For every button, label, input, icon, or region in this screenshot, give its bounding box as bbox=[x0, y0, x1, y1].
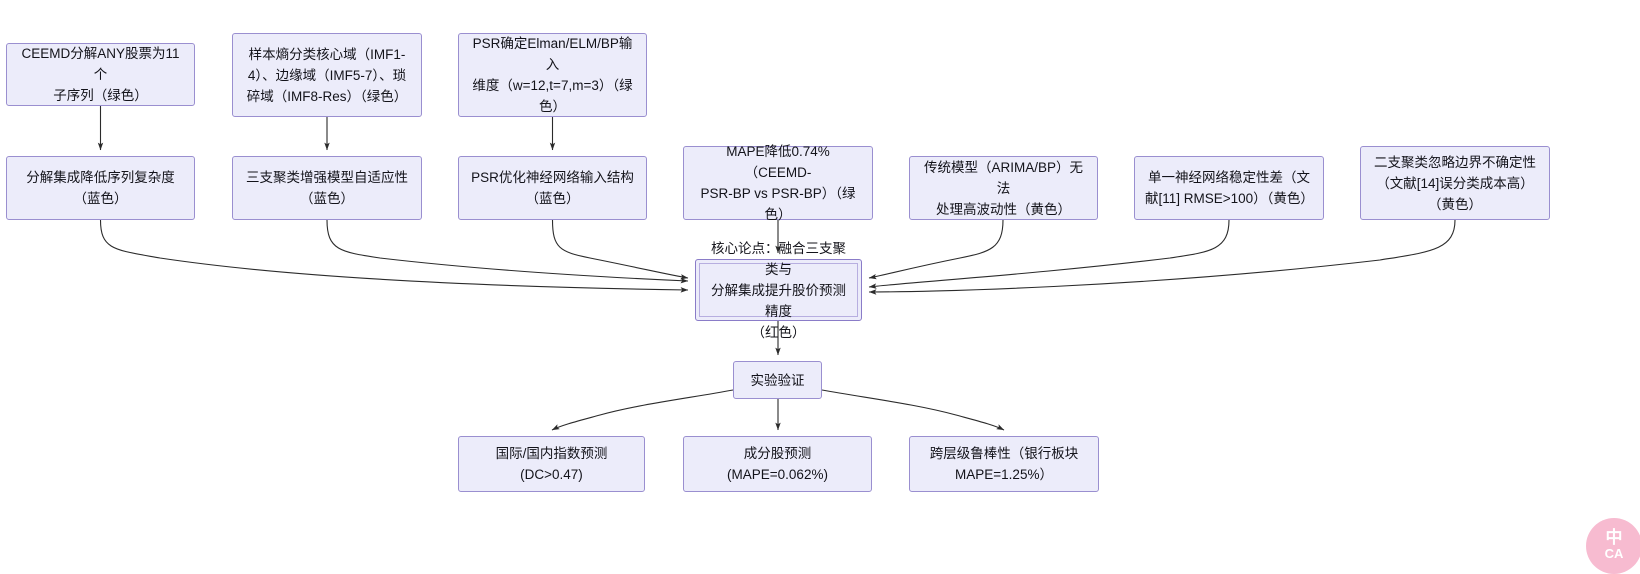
edge-complexity-to-core bbox=[99, 219, 689, 293]
node-label: PSR优化神经网络输入结构 （蓝色） bbox=[471, 170, 634, 206]
node-cross-level-robustness[interactable]: 跨层级鲁棒性（银行板块 MAPE=1.25%） bbox=[909, 436, 1099, 492]
edge-experiment-to-index bbox=[551, 389, 734, 431]
node-experimental-validation[interactable]: 实验验证 bbox=[733, 361, 822, 399]
watermark-line1: 中 bbox=[1605, 528, 1623, 547]
edge-experiment-to-robust bbox=[821, 389, 1005, 431]
node-label: 成分股预测 (MAPE=0.062%) bbox=[727, 446, 828, 482]
node-single-nn-stability[interactable]: 单一神经网络稳定性差（文 献[11] RMSE>100）（黄色） bbox=[1134, 156, 1324, 220]
node-label: 跨层级鲁棒性（银行板块 MAPE=1.25%） bbox=[929, 446, 1079, 482]
node-label: 单一神经网络稳定性差（文 献[11] RMSE>100）（黄色） bbox=[1145, 170, 1314, 206]
node-mape-reduction[interactable]: MAPE降低0.74%（CEEMD- PSR-BP vs PSR-BP）（绿 色… bbox=[683, 144, 873, 222]
edge-twoway-to-core bbox=[868, 219, 1456, 295]
node-core-thesis[interactable]: 核心论点：融合三支聚类与 分解集成提升股价预测精度 （红色） bbox=[695, 241, 862, 340]
node-traditional-model-limitation[interactable]: 传统模型（ARIMA/BP）无法 处理高波动性（黄色） bbox=[909, 156, 1098, 220]
node-label: 国际/国内指数预测 (DC>0.47) bbox=[495, 446, 608, 482]
node-label: 分解集成降低序列复杂度 （蓝色） bbox=[26, 170, 175, 206]
node-index-forecast[interactable]: 国际/国内指数预测 (DC>0.47) bbox=[458, 436, 645, 492]
node-ceemd-decompose[interactable]: CEEMD分解ANY股票为11个 子序列（绿色） bbox=[6, 43, 195, 106]
node-sample-entropy-domains[interactable]: 样本熵分类核心域（IMF1- 4）、边缘域（IMF5-7）、琐 碎域（IMF8-… bbox=[232, 33, 422, 117]
node-label: MAPE降低0.74%（CEEMD- PSR-BP vs PSR-BP）（绿 色… bbox=[700, 144, 856, 222]
node-label: 二支聚类忽略边界不确定性 （文献[14]误分类成本高） （黄色） bbox=[1374, 154, 1536, 212]
node-two-way-clustering-boundary[interactable]: 二支聚类忽略边界不确定性 （文献[14]误分类成本高） （黄色） bbox=[1360, 146, 1550, 220]
node-psr-input-dimension[interactable]: PSR确定Elman/ELM/BP输入 维度（w=12,t=7,m=3）（绿 色… bbox=[458, 33, 647, 117]
edge-singlenn-to-core bbox=[868, 219, 1230, 289]
node-reduce-sequence-complexity[interactable]: 分解集成降低序列复杂度 （蓝色） bbox=[6, 156, 195, 220]
watermark-badge: 中 CA bbox=[1586, 518, 1640, 574]
node-label: PSR确定Elman/ELM/BP输入 维度（w=12,t=7,m=3）（绿 色… bbox=[472, 36, 633, 114]
edge-traditional-to-core bbox=[868, 219, 1004, 280]
node-label: CEEMD分解ANY股票为11个 子序列（绿色） bbox=[21, 46, 180, 103]
node-label: 三支聚类增强模型自适应性 （蓝色） bbox=[246, 170, 408, 206]
node-label: 核心论点：融合三支聚类与 分解集成提升股价预测精度 （红色） bbox=[711, 240, 846, 340]
node-psr-optimize-nn-input[interactable]: PSR优化神经网络输入结构 （蓝色） bbox=[458, 156, 647, 220]
node-label: 样本熵分类核心域（IMF1- 4）、边缘域（IMF5-7）、琐 碎域（IMF8-… bbox=[246, 46, 408, 104]
node-three-way-clustering-adaptivity[interactable]: 三支聚类增强模型自适应性 （蓝色） bbox=[232, 156, 422, 220]
watermark-line2: CA bbox=[1604, 546, 1624, 561]
node-label: 传统模型（ARIMA/BP）无法 处理高波动性（黄色） bbox=[923, 159, 1083, 217]
edge-clustering-to-core bbox=[326, 219, 689, 284]
node-constituent-stock-forecast[interactable]: 成分股预测 (MAPE=0.062%) bbox=[683, 436, 872, 492]
node-label: 实验验证 bbox=[750, 372, 805, 388]
edge-psropt-to-core bbox=[551, 219, 689, 280]
